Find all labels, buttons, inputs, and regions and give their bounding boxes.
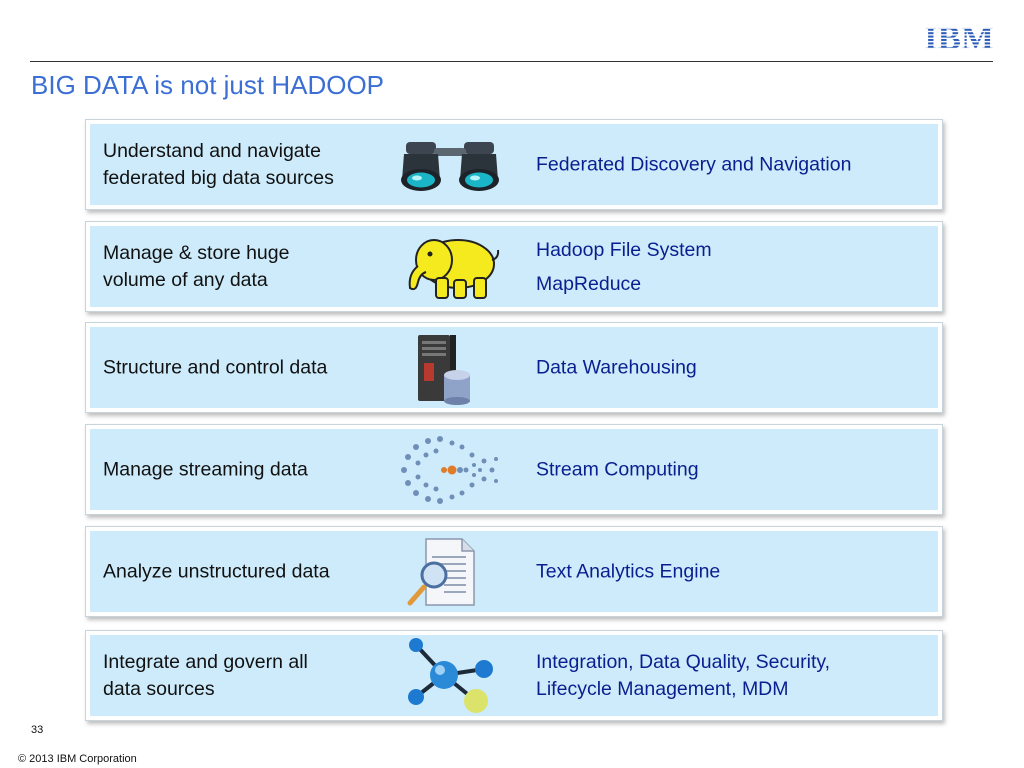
network-nodes-icon <box>408 637 493 713</box>
hadoop-elephant-icon <box>408 238 500 299</box>
row-description: Analyze unstructured data <box>103 560 330 582</box>
row-solution: Integration, Data Quality, Security,Life… <box>536 650 831 700</box>
binoculars-icon <box>401 141 499 191</box>
document-magnifier-icon <box>407 537 475 606</box>
row-description: Manage streaming data <box>103 458 308 480</box>
row-solution: Data Warehousing <box>536 356 697 378</box>
ibm-logo: IBM <box>924 22 994 52</box>
row-description: Structure and control data <box>103 356 328 378</box>
capability-row-streaming: Manage streaming data Stream Computing <box>85 424 943 515</box>
svg-text:IBM: IBM <box>924 22 994 52</box>
copyright-notice: © 2013 IBM Corporation <box>18 753 137 765</box>
row-solution: Stream Computing <box>536 458 699 480</box>
server-database-icon <box>418 334 470 405</box>
page-number: 33 <box>31 724 44 736</box>
page-title: BIG DATA is not just HADOOP <box>31 70 385 100</box>
capability-row-text-analytics: Analyze unstructured data Text Analytics… <box>85 526 943 617</box>
header-rule <box>30 61 993 62</box>
stream-dots-icon <box>401 435 498 504</box>
row-solution: Text Analytics Engine <box>536 560 721 582</box>
capability-row-warehousing: Structure and control data Data Warehous… <box>85 322 943 413</box>
row-solution: Federated Discovery and Navigation <box>536 153 852 175</box>
